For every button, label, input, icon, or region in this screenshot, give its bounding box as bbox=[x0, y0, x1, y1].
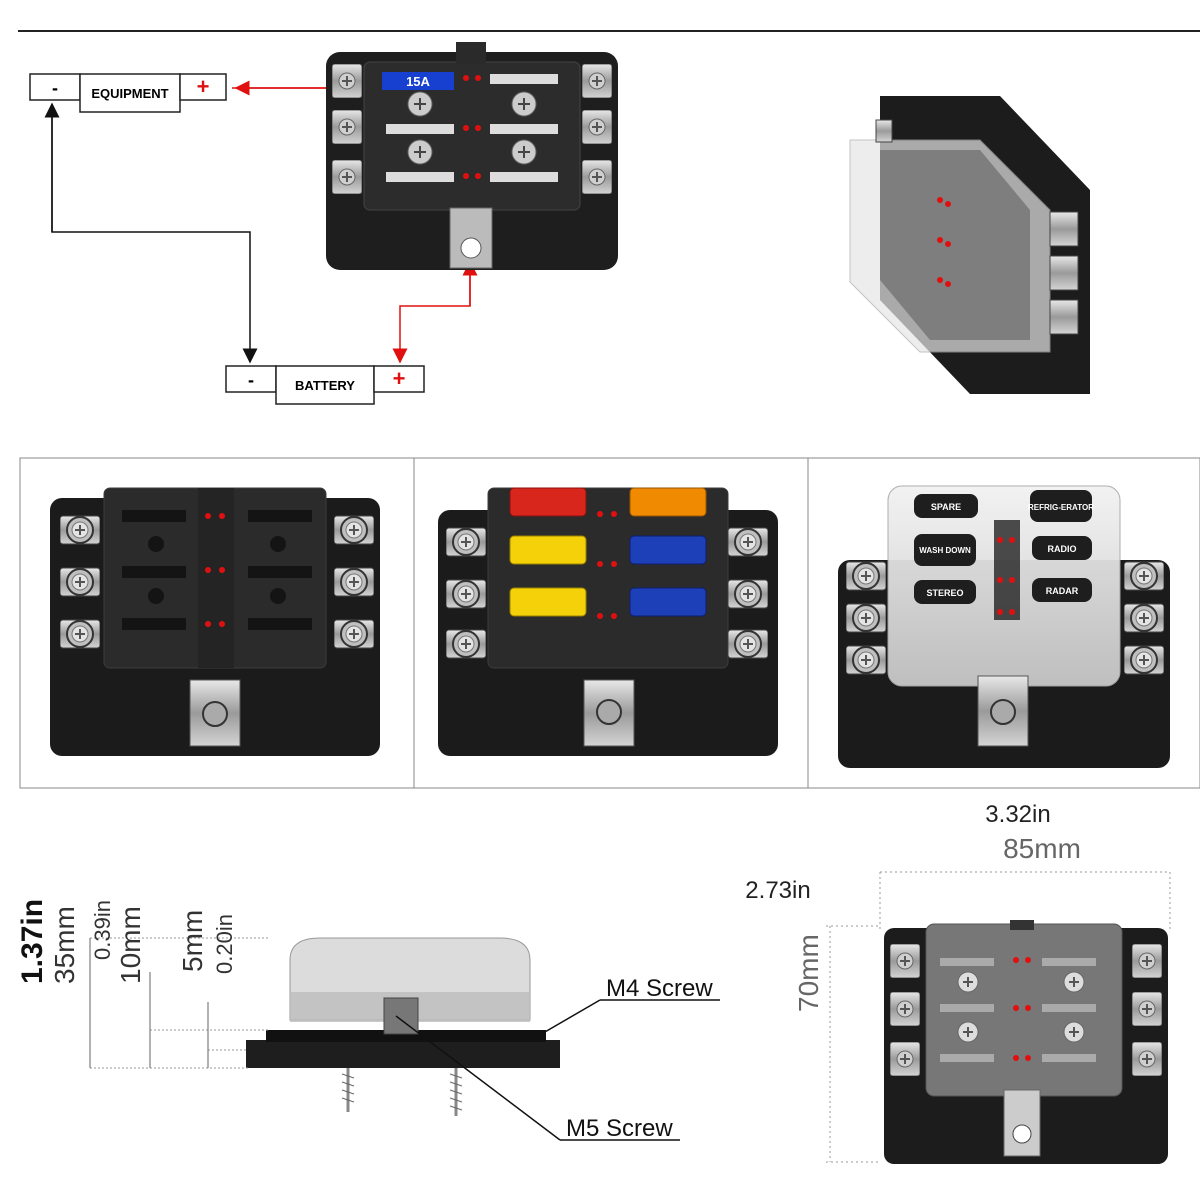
fuse-box-empty bbox=[50, 487, 380, 756]
fuse-box-top-view: 15A bbox=[326, 42, 618, 270]
fuse-red bbox=[509, 487, 587, 517]
side-dimension-labels: 1.37in 35mm 0.39in 10mm 5mm 0.20in M4 Sc… bbox=[16, 899, 713, 1142]
fuse-yellow-1 bbox=[509, 535, 587, 565]
fuse-yellow-2 bbox=[509, 587, 587, 617]
lid-label-radio bbox=[1032, 536, 1092, 560]
fuse-blue-1 bbox=[629, 535, 707, 565]
equipment-plus: + bbox=[197, 74, 210, 99]
lid-text-spare: SPARE bbox=[931, 502, 961, 512]
flange-mm-label: 5mm bbox=[177, 910, 208, 972]
m5-screw-label: M5 Screw bbox=[566, 1115, 673, 1142]
lid-label-radar bbox=[1032, 578, 1092, 602]
depth-in-label: 2.73in bbox=[745, 877, 810, 904]
equipment-block: - EQUIPMENT + bbox=[29, 73, 227, 113]
battery-plus: + bbox=[393, 366, 406, 391]
lid-text-radio: RADIO bbox=[1048, 544, 1077, 554]
side-view bbox=[89, 937, 720, 1141]
base-in-label: 0.39in bbox=[90, 900, 115, 960]
fuse-orange bbox=[629, 487, 707, 517]
lid-text-stereo: STEREO bbox=[926, 588, 963, 598]
front-dimension-labels: 3.32in 85mm 2.73in 70mm bbox=[745, 801, 1081, 1012]
lid-text-refrigerator: REFRIG-ERATOR bbox=[1028, 503, 1094, 512]
flange-in-label: 0.20in bbox=[212, 914, 237, 974]
fuse-blue-2 bbox=[629, 587, 707, 617]
lid-text-radar: RADAR bbox=[1046, 586, 1079, 596]
fuse-box-with-lid: SPARE REFRIG-ERATOR WASH DOWN RADIO STER… bbox=[838, 485, 1170, 768]
width-mm-label: 85mm bbox=[1003, 833, 1081, 864]
height-in-label: 1.37in bbox=[16, 899, 49, 984]
battery-label: BATTERY bbox=[295, 378, 355, 393]
lid-label-stereo bbox=[914, 580, 976, 604]
battery-block: - BATTERY + bbox=[225, 365, 425, 405]
lid-text-wash-down: WASH DOWN bbox=[919, 546, 971, 555]
width-in-label: 3.32in bbox=[985, 801, 1050, 828]
fuse-box-isometric bbox=[849, 96, 1090, 394]
fuse-15a bbox=[382, 72, 454, 90]
lid-label-wash-down bbox=[914, 534, 976, 566]
m4-screw-label: M4 Screw bbox=[606, 975, 713, 1002]
depth-mm-label: 70mm bbox=[793, 934, 824, 1012]
battery-minus: - bbox=[248, 370, 254, 390]
lid-label-spare bbox=[914, 494, 978, 518]
base-mm-label: 10mm bbox=[115, 906, 146, 984]
fuse-box-with-fuses bbox=[438, 487, 778, 756]
fuse-rating: 15A bbox=[406, 74, 430, 89]
equipment-minus: - bbox=[52, 78, 58, 98]
equipment-label: EQUIPMENT bbox=[91, 86, 168, 101]
lid-label-refrigerator bbox=[1030, 490, 1092, 522]
height-mm-label: 35mm bbox=[49, 906, 80, 984]
top-rule bbox=[18, 30, 1200, 32]
front-dimension-view bbox=[826, 871, 1171, 1164]
